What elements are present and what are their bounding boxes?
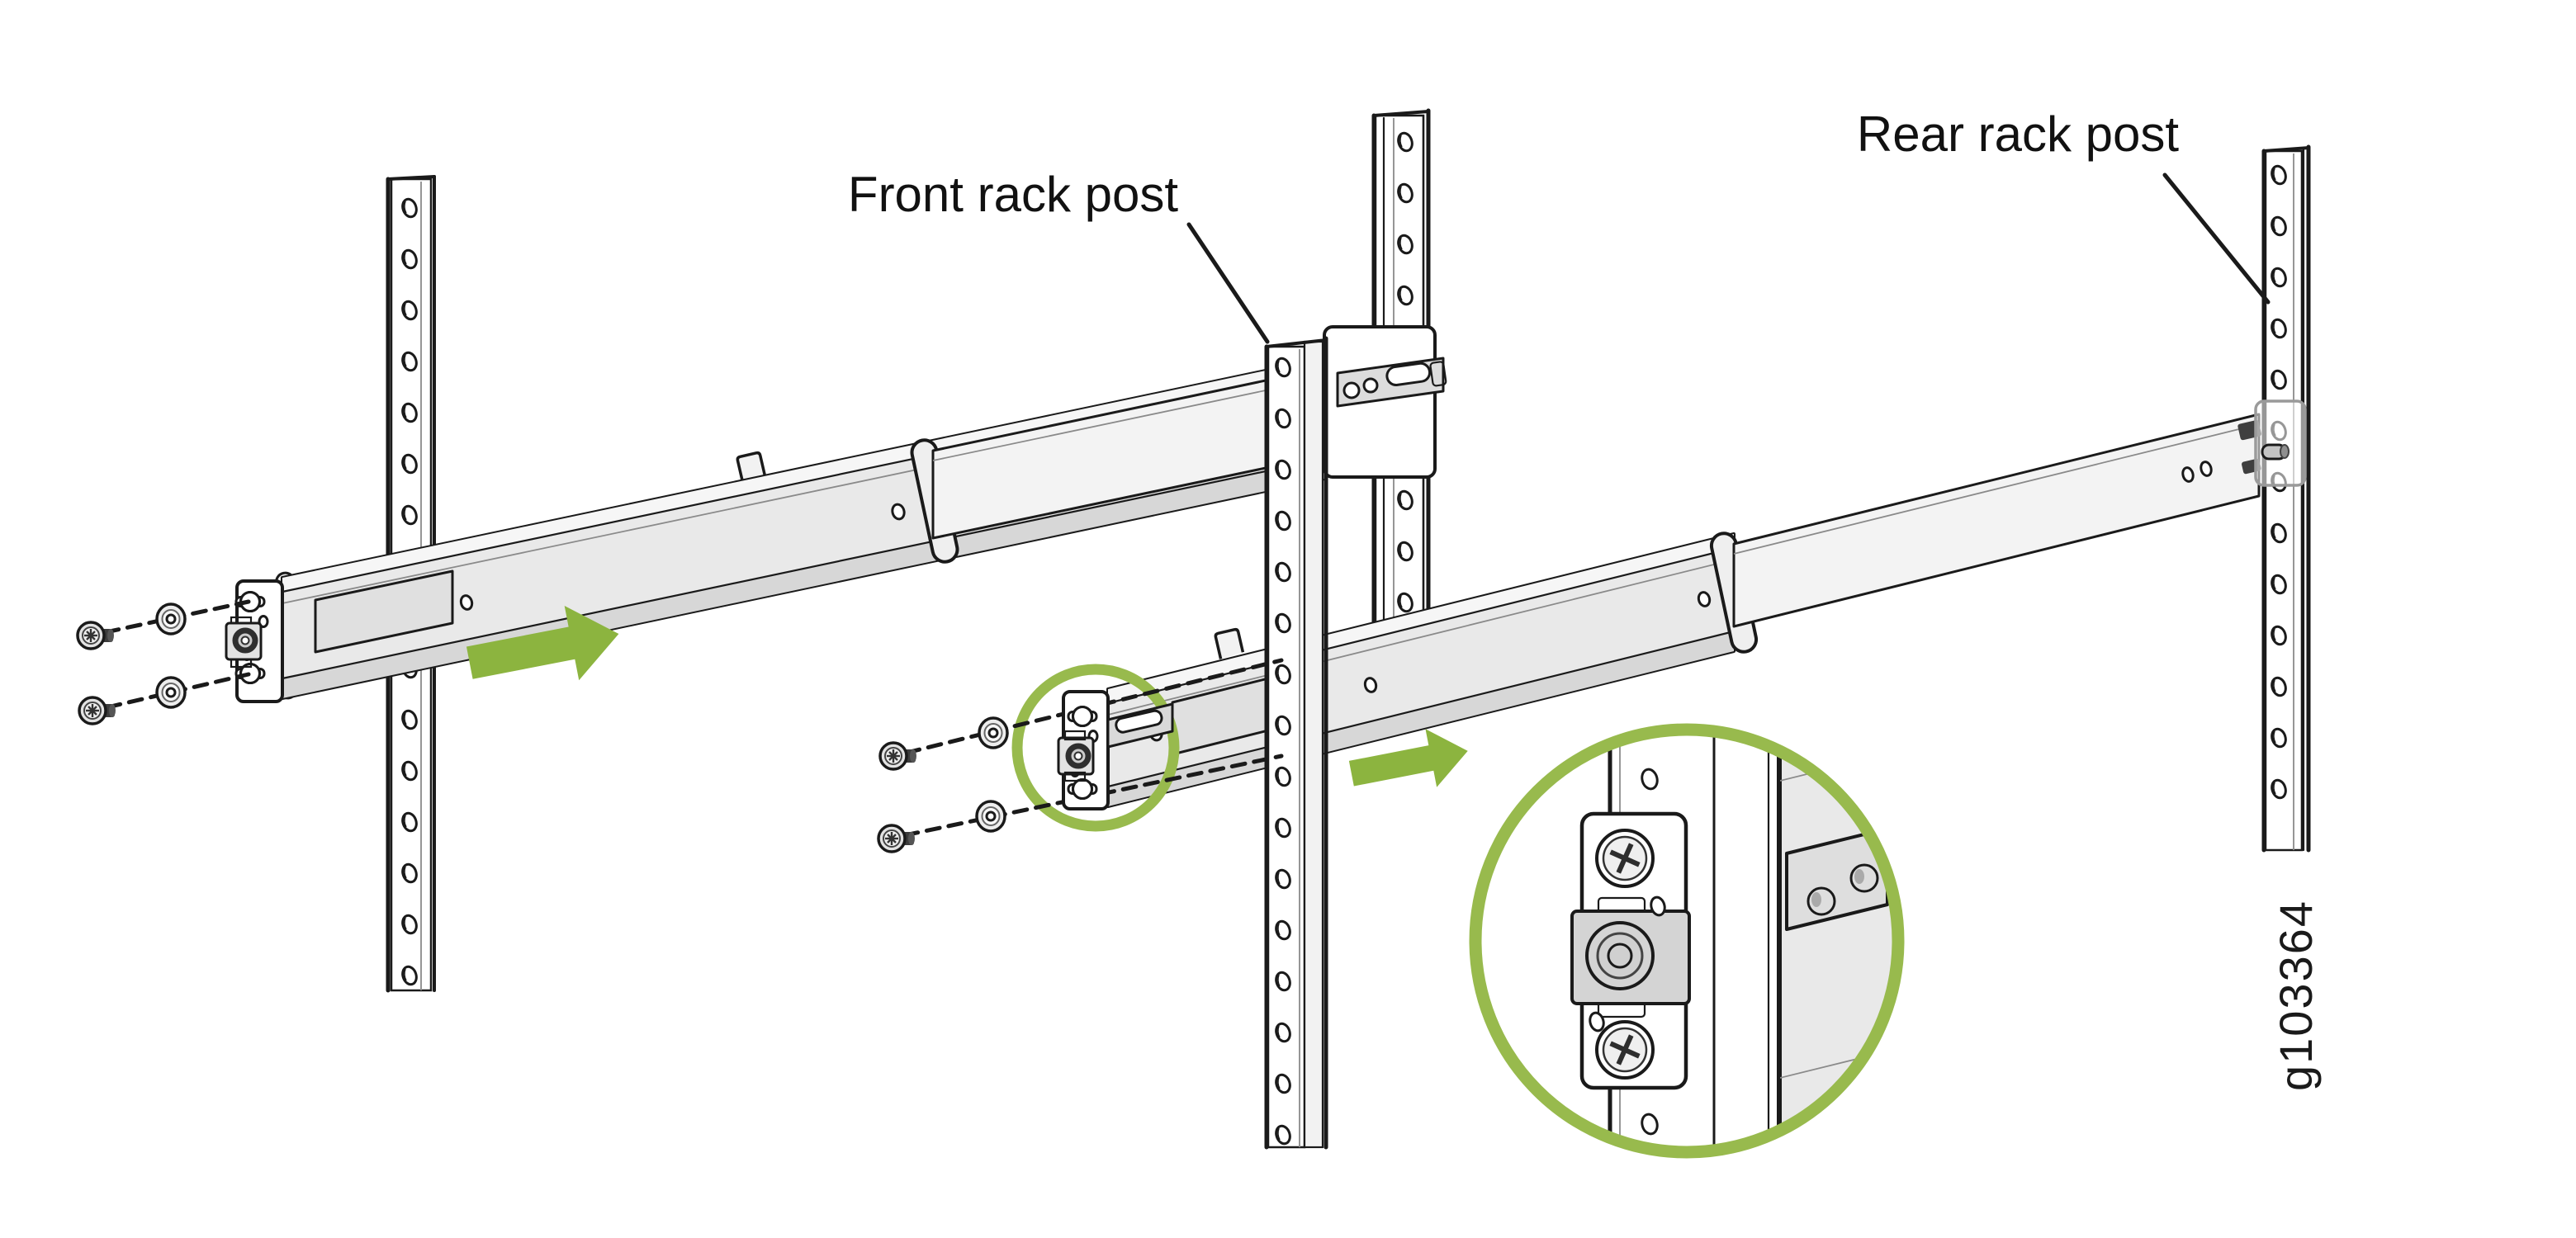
rear-rack-post (2261, 144, 2311, 853)
bracket-screw-icon (1595, 1020, 1655, 1080)
figure-id-label: g103364 (2270, 900, 2322, 1091)
washer-icon (155, 602, 187, 636)
left-rail-fasteners (76, 599, 251, 725)
left-rail-rear-latch (1323, 325, 1447, 479)
washer-icon (978, 716, 1009, 749)
front-post-leader-line (1186, 222, 1270, 344)
rear-attachment-bracket (2237, 399, 2307, 487)
front-rack-post-label: Front rack post (848, 167, 1178, 222)
bracket-screw-icon (1595, 829, 1655, 888)
highlight-circle-icon (1011, 664, 1180, 832)
rear-rack-post-label: Rear rack post (1857, 106, 2179, 162)
washer-icon (975, 800, 1006, 833)
front-rack-post (1264, 336, 1328, 1150)
right-rail-mounting-bracket (1057, 690, 1174, 810)
rear-post-leader-line (2162, 172, 2271, 305)
left-rail-mounting-bracket (225, 579, 284, 703)
cage-nut-detail-icon (1570, 896, 1691, 1018)
washer-icon (155, 676, 187, 709)
